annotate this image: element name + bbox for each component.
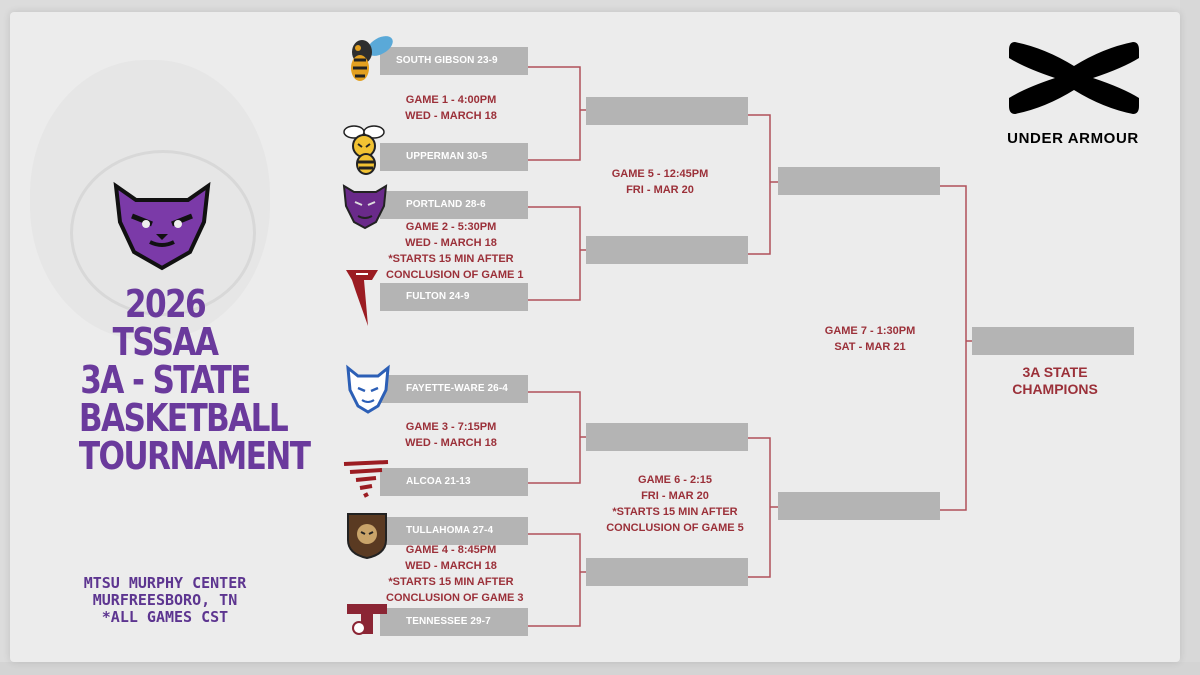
game2-line-3: *STARTS 15 MIN AFTER [388,253,514,265]
game2-line-4: CONCLUSION OF GAME 1 [386,269,524,281]
game5-slot-bottom [586,236,748,264]
tornado-icon [343,460,389,498]
venue-line-1: MTSU MURPHY CENTER [83,574,247,592]
venue-line-3: *ALL GAMES CST [101,608,229,626]
bracket-line-game2 [528,206,581,301]
wildcat-icon [346,364,390,414]
team-slot-8 [380,608,528,636]
title-line-3: BASKETBALL [78,396,289,440]
hornet-icon [351,36,393,81]
game5-slot-top [586,97,748,125]
title-line-4: TOURNAMENT [78,434,311,478]
team-label-5: FAYETTE-WARE 26-4 [406,383,508,394]
falcon-icon [346,270,378,326]
game6-slot-bottom [586,558,748,586]
title-line-2: 3A - STATE [80,358,251,402]
champion-line-1: 3A STATE [1022,364,1088,380]
game1-info: GAME 1 - 4:00PM WED - MARCH 18 [386,92,516,124]
title-line-1: 2026 TSSAA [112,282,219,364]
team-label-2: UPPERMAN 30-5 [406,151,488,162]
game7-line-2: SAT - MAR 21 [834,341,906,353]
game1-line-1: GAME 1 - 4:00PM [405,94,497,106]
team-slot-5 [380,375,528,403]
game7-slot-bottom [778,492,940,520]
team-slot-1 [380,47,528,75]
bracket-line-game4 [528,533,581,627]
tournament-title: 2026 TSSAA 3A - STATE BASKETBALL TOURNAM… [78,282,311,478]
game2-info: GAME 2 - 5:30PM WED - MARCH 18 *STARTS 1… [386,219,524,283]
team-slot-7 [380,517,528,545]
game4-line-4: CONCLUSION OF GAME 3 [386,592,524,604]
game6-slot-top [586,423,748,451]
right-edge [1180,0,1200,675]
game6-line-1: GAME 6 - 2:15 [638,474,712,486]
game6-info: GAME 6 - 2:15 FRI - MAR 20 *STARTS 15 MI… [590,472,760,536]
sponsor-name: UNDER ARMOUR [1007,130,1139,147]
game1-line-2: WED - MARCH 18 [405,110,497,122]
bracket-line-game7 [940,185,967,511]
game7-slot-top [778,167,940,195]
game4-line-2: WED - MARCH 18 [405,560,497,572]
bracket-line-game3 [528,391,581,484]
team-slot-6 [380,468,528,496]
game7-line-1: GAME 7 - 1:30PM [824,325,916,337]
bracket-line-game1 [528,66,581,161]
game5-line-2: FRI - MAR 20 [626,184,694,196]
team-label-7: TULLAHOMA 27-4 [406,525,494,536]
team-slot-2 [380,143,528,171]
t-logo-icon [347,604,387,635]
game5-line-1: GAME 5 - 12:45PM [611,168,709,180]
bee-icon [343,125,385,175]
game2-line-2: WED - MARCH 18 [405,237,497,249]
game6-line-3: *STARTS 15 MIN AFTER [612,506,738,518]
background-ring [70,150,256,316]
team-slot-3 [380,191,528,219]
game3-line-2: WED - MARCH 18 [405,437,497,449]
game2-line-1: GAME 2 - 5:30PM [405,221,497,233]
champion-line-2: CHAMPIONS [1012,381,1098,397]
game6-line-2: FRI - MAR 20 [641,490,709,502]
bracket-line-game5 [748,114,771,255]
game7-info: GAME 7 - 1:30PM SAT - MAR 21 [800,323,940,355]
panther-logo-icon [113,181,211,271]
game5-info: GAME 5 - 12:45PM FRI - MAR 20 [595,166,725,198]
game6-line-4: CONCLUSION OF GAME 5 [606,522,744,534]
team-label-3: PORTLAND 28-6 [406,199,486,210]
team-label-1: SOUTH GIBSON 23-9 [396,55,498,66]
game3-line-1: GAME 3 - 7:15PM [405,421,497,433]
wildcat-shield-icon [347,513,387,560]
team-label-6: ALCOA 21-13 [406,476,471,487]
under-armour-logo-icon [1009,42,1139,114]
venue-line-2: MURFREESBORO, TN [92,591,238,609]
bottom-edge [0,662,1200,675]
champion-slot [972,327,1134,355]
venue-info: MTSU MURPHY CENTER MURFREESBORO, TN *ALL… [40,575,290,626]
team-label-4: FULTON 24-9 [406,291,470,302]
team-slot-4 [380,283,528,311]
champion-label: 3A STATE CHAMPIONS [975,364,1135,398]
game3-info: GAME 3 - 7:15PM WED - MARCH 18 [386,419,516,451]
panther-icon [342,184,388,230]
team-label-8: TENNESSEE 29-7 [406,616,491,627]
game4-line-3: *STARTS 15 MIN AFTER [388,576,514,588]
game4-line-1: GAME 4 - 8:45PM [405,544,497,556]
game4-info: GAME 4 - 8:45PM WED - MARCH 18 *STARTS 1… [386,542,524,606]
